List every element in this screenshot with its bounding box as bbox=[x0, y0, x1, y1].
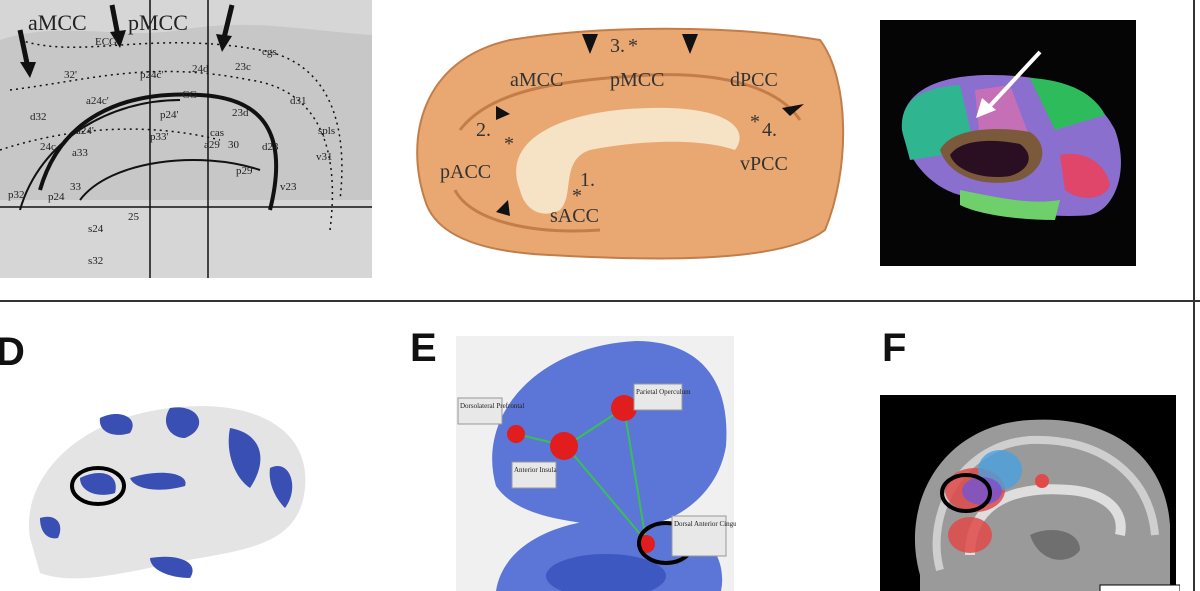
label-p24-lower: p24 bbox=[48, 191, 65, 203]
panel-f-mri bbox=[880, 395, 1180, 591]
panel-e-network: Dorsolateral Prefrontal Parietal Opercul… bbox=[456, 336, 736, 591]
right-border bbox=[1193, 0, 1195, 591]
label-4: 4. bbox=[762, 119, 777, 141]
label-amcc-b: aMCC bbox=[510, 69, 563, 91]
label-23d: 23d bbox=[232, 107, 249, 119]
label-p29: p29 bbox=[236, 165, 253, 177]
label-2: 2. bbox=[476, 119, 491, 141]
asterisk-icon: * bbox=[504, 133, 514, 155]
label-parietal: Parietal Operculum bbox=[636, 388, 691, 396]
label-cgs: cgs bbox=[262, 46, 277, 58]
label-cas: cas bbox=[210, 127, 224, 139]
panel-d-inflated-brain bbox=[28, 406, 306, 579]
label-a33: a33 bbox=[72, 147, 88, 159]
label-p32: p32 bbox=[8, 189, 25, 201]
label-amcc: aMCC bbox=[28, 10, 87, 35]
label-cg: CG bbox=[182, 89, 197, 101]
panel-b-brain-photo: 3. * aMCC pMCC dPCC 2. * * 4. pACC vPCC … bbox=[416, 27, 845, 260]
label-30: 30 bbox=[228, 139, 240, 151]
asterisk-icon: * bbox=[628, 35, 638, 57]
label-a24: a24' bbox=[76, 125, 94, 137]
label-pacc: pACC bbox=[440, 161, 491, 183]
label-32: 32' bbox=[64, 69, 77, 81]
label-25: 25 bbox=[128, 211, 140, 223]
label-spls: spls bbox=[318, 125, 335, 137]
panel-divider bbox=[0, 300, 1200, 302]
label-a29: a29 bbox=[204, 139, 220, 151]
label-sacc: sACC bbox=[550, 205, 599, 227]
label-a24c: a24c' bbox=[86, 95, 109, 107]
panel-c-parcellation bbox=[880, 20, 1136, 266]
label-23c: 23c bbox=[235, 61, 251, 73]
panel-a-cingulate-map: aMCC pMCC ECG cgs 32' p24c' 24d 23c d32 … bbox=[0, 0, 372, 278]
label-24d: 24d bbox=[192, 63, 209, 75]
arrow-icon bbox=[17, 29, 31, 69]
label-vpcc: vPCC bbox=[740, 153, 788, 175]
label-1: 1. bbox=[580, 169, 595, 191]
label-ecg: ECG bbox=[95, 36, 117, 48]
label-p24: p24' bbox=[160, 109, 179, 121]
label-pmcc-b: pMCC bbox=[610, 69, 664, 91]
label-3: 3. bbox=[610, 35, 625, 57]
label-p24c: p24c' bbox=[140, 69, 163, 81]
label-24c: 24c bbox=[40, 141, 56, 153]
label-p33: p33' bbox=[150, 131, 169, 143]
label-dpcc: dPCC bbox=[730, 69, 778, 91]
asterisk-icon: * bbox=[572, 185, 582, 207]
label-d31: d31 bbox=[290, 95, 307, 107]
label-s24: s24 bbox=[88, 223, 104, 235]
highlight-ellipse bbox=[70, 466, 126, 506]
panel-letter-f: F bbox=[882, 326, 907, 370]
label-pmcc: pMCC bbox=[128, 10, 188, 35]
label-v31: v31 bbox=[316, 151, 333, 163]
label-d32: d32 bbox=[30, 111, 47, 123]
panel-letter-d: D bbox=[0, 330, 25, 374]
label-dacc: Dorsal Anterior Cingulate bbox=[674, 520, 736, 528]
label-dlpfc: Dorsolateral Prefrontal bbox=[460, 402, 524, 410]
label-v23: v23 bbox=[280, 181, 297, 193]
panel-letter-e: E bbox=[410, 326, 437, 370]
label-33: 33 bbox=[70, 181, 82, 193]
label-d23: d23 bbox=[262, 141, 279, 153]
asterisk-icon: * bbox=[750, 111, 760, 133]
label-s32: s32 bbox=[88, 255, 103, 267]
label-insula: Anterior Insula bbox=[514, 466, 557, 474]
